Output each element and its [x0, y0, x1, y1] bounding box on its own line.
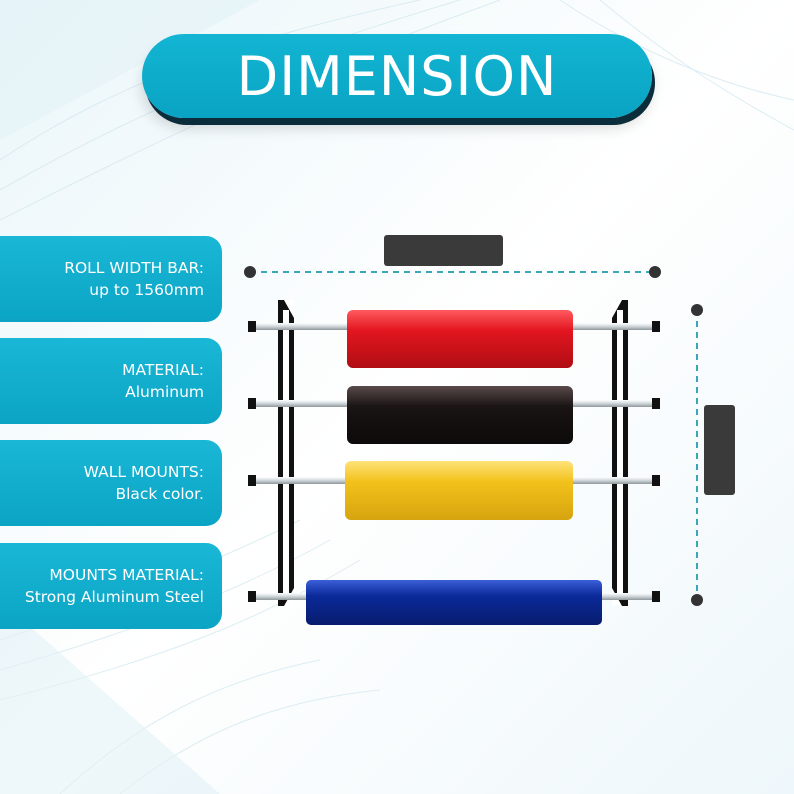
- spec-wall-mounts: WALL MOUNTS: Black color.: [0, 440, 222, 526]
- spec-label: MOUNTS MATERIAL:: [49, 566, 204, 584]
- height-dimension-line: [691, 304, 735, 606]
- spec-label: MATERIAL:: [122, 361, 204, 379]
- spec-material: MATERIAL: Aluminum: [0, 338, 222, 424]
- width-dimension-tag: [384, 235, 503, 266]
- black-roll: [347, 386, 573, 444]
- red-roll: [347, 310, 573, 368]
- width-dimension-line: [244, 235, 661, 278]
- right-wall-mount: [612, 300, 628, 606]
- height-dimension-tag: [704, 405, 735, 495]
- spec-label: WALL MOUNTS:: [83, 463, 204, 481]
- left-wall-mount: [278, 300, 294, 606]
- spec-value: Aluminum: [125, 383, 204, 401]
- spec-value: Black color.: [115, 485, 204, 503]
- spec-value: up to 1560mm: [89, 281, 204, 299]
- page-title: DIMENSION: [236, 44, 558, 108]
- spec-roll-width: ROLL WIDTH BAR: up to 1560mm: [0, 236, 222, 322]
- spec-label: ROLL WIDTH BAR:: [64, 259, 204, 277]
- yellow-roll: [345, 461, 573, 520]
- spec-value: Strong Aluminum Steel: [24, 588, 204, 606]
- spec-mounts-material: MOUNTS MATERIAL: Strong Aluminum Steel: [0, 543, 222, 629]
- title-banner: DIMENSION: [142, 34, 652, 118]
- blue-roll: [306, 580, 602, 625]
